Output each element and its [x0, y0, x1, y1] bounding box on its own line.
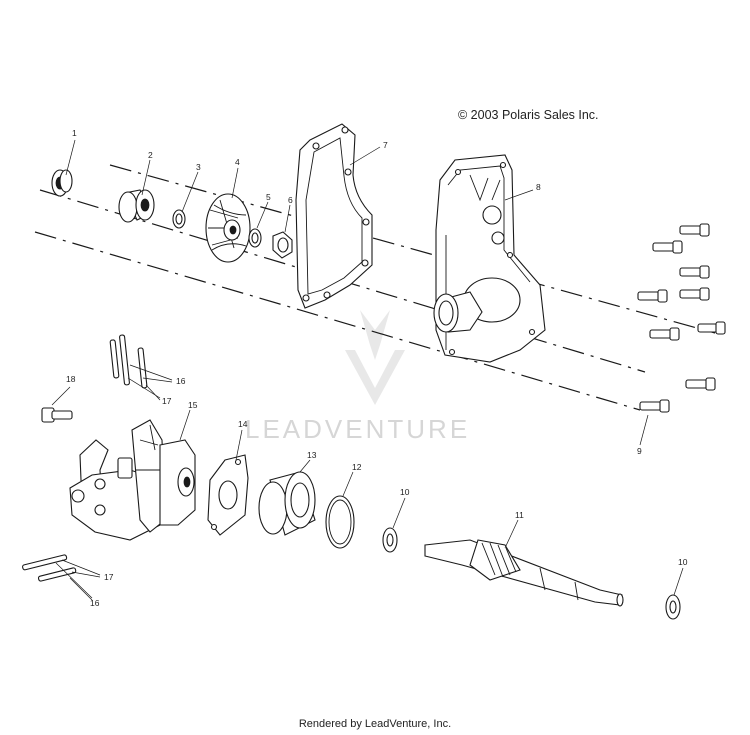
- part-3-washer: [172, 209, 186, 229]
- bolt: [697, 321, 726, 335]
- callout-2: 2: [148, 150, 153, 160]
- watermark-logo: [345, 310, 405, 405]
- callout-4: 4: [235, 157, 240, 167]
- callout-14: 14: [238, 419, 248, 429]
- part-12-o-ring: [325, 495, 355, 549]
- bolt: [685, 377, 716, 391]
- callout-8: 8: [536, 182, 541, 192]
- part-1-seal: [51, 169, 73, 197]
- part-10-washer-right: [665, 594, 681, 620]
- footer-credit: Rendered by LeadVenture, Inc.: [298, 718, 452, 730]
- callout-16-upper: 16: [176, 376, 186, 386]
- callout-5: 5: [266, 192, 271, 202]
- callout-12: 12: [352, 462, 362, 472]
- bolts-part-9: [637, 223, 726, 413]
- callout-11: 11: [515, 510, 524, 520]
- callout-10-left: 10: [400, 487, 410, 497]
- bolt: [679, 287, 710, 301]
- callout-3: 3: [196, 162, 201, 172]
- part-5-washer: [248, 228, 262, 248]
- bolt: [637, 289, 668, 303]
- callout-17-lower: 17: [104, 572, 114, 582]
- leader-lines: [51, 139, 684, 601]
- part-4-impeller: [205, 193, 251, 263]
- bolt: [652, 240, 683, 254]
- bolt: [679, 265, 710, 279]
- callout-9: 9: [637, 446, 642, 456]
- callout-10-right: 10: [678, 557, 688, 567]
- part-13-sleeve: [258, 471, 316, 536]
- callout-labels: 1 2 3 4 5 6 7 8 9 10 11 12 13 14 15 16 1…: [66, 128, 688, 608]
- part-8-pump-cover: [433, 154, 546, 363]
- part-7-gasket: [295, 123, 373, 309]
- part-10-washer-left: [382, 527, 398, 553]
- watermark-text: LEADVENTURE: [245, 414, 470, 444]
- bolt: [639, 399, 670, 413]
- callout-7: 7: [383, 140, 388, 150]
- callout-1: 1: [72, 128, 77, 138]
- part-14-gasket: [207, 454, 249, 536]
- callout-18: 18: [66, 374, 76, 384]
- part-2-bearing: [118, 189, 155, 223]
- callout-17-upper: 17: [162, 396, 172, 406]
- part-6-nut: [272, 231, 293, 259]
- part-18-bolt: [41, 407, 73, 423]
- callout-16-lower: 16: [90, 598, 100, 608]
- bolt: [679, 223, 710, 237]
- part-11-shaft: [424, 539, 624, 607]
- part-15-oil-pump: [69, 419, 196, 541]
- copyright-notice: © 2003 Polaris Sales Inc.: [458, 108, 599, 122]
- callout-15: 15: [188, 400, 198, 410]
- callout-6: 6: [288, 195, 293, 205]
- bolt: [649, 327, 680, 341]
- pins-upper-16-17: [109, 334, 148, 389]
- callout-13: 13: [307, 450, 317, 460]
- pins-lower-16-17: [22, 554, 77, 582]
